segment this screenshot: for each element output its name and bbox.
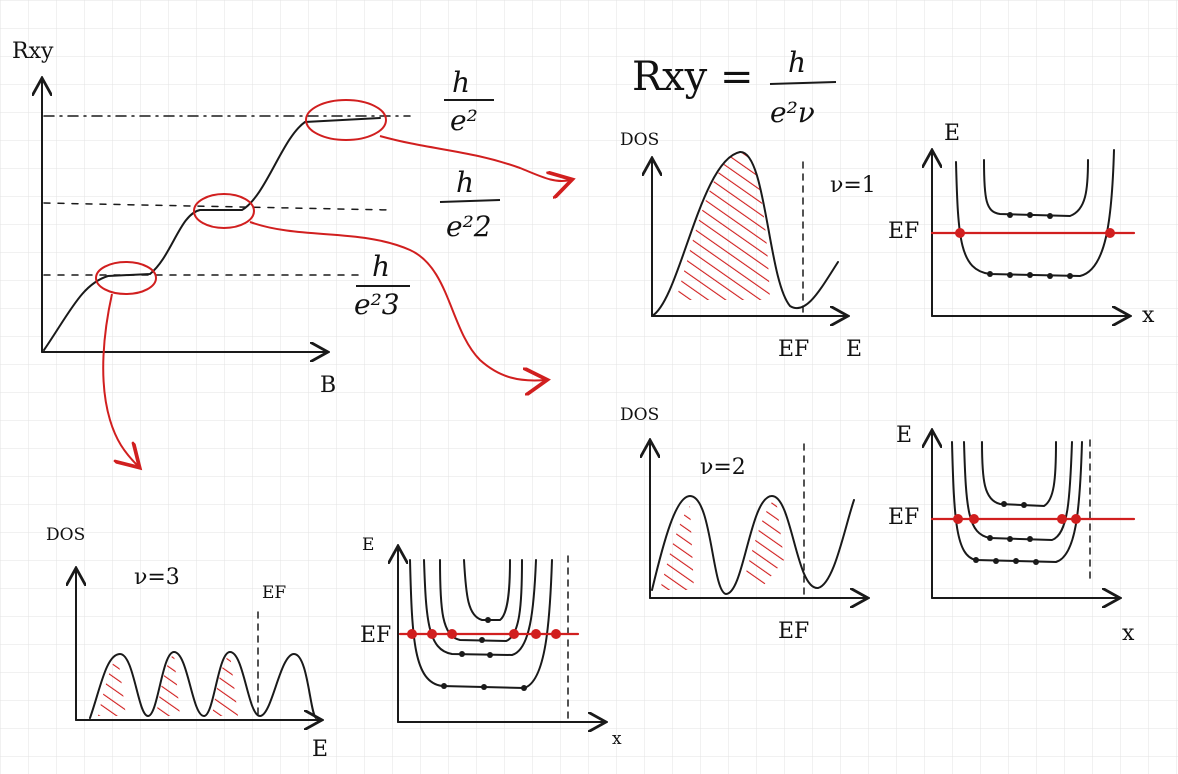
ellipse-nu2: [193, 193, 255, 229]
dos3-curve: [89, 650, 317, 719]
dos3-ef-label: EF: [262, 583, 286, 603]
ellipse-nu1: [305, 99, 387, 141]
dos1-e-label: E: [846, 337, 862, 362]
dos1-hatch: [676, 151, 770, 300]
nu1-label: ν=1: [830, 173, 876, 198]
band2-x-label: x: [1122, 621, 1135, 646]
band3-ef-dot-1: [407, 629, 417, 639]
dos-panel-nu1: [651, 150, 846, 317]
dos3-e-label: E: [312, 737, 328, 762]
band2-ef-label: EF: [888, 505, 919, 530]
band2-ef-dot-4: [1071, 514, 1081, 524]
dos1-ef-label: EF: [778, 337, 809, 362]
plateau-fraction-1: h e²: [444, 66, 494, 137]
band3-level-2: [423, 559, 537, 657]
band2-ef-dot-2: [969, 514, 979, 524]
frac3-num: h: [372, 250, 390, 283]
band3-ef-dot-5: [531, 629, 541, 639]
rxy-formula: Rxy = h e²ν: [632, 46, 837, 129]
formula-den: e²ν: [770, 96, 815, 129]
frac1-den: e²: [450, 104, 478, 137]
plateau-line-2: [43, 202, 391, 211]
band3-x-label: x: [612, 729, 622, 749]
band3-ef-dot-6: [551, 629, 561, 639]
frac3-den: e²3: [354, 288, 400, 321]
frac1-num: h: [452, 66, 470, 99]
nu2-label: ν=2: [700, 455, 746, 480]
dos1-curve: [651, 150, 839, 317]
band1-upper: [983, 159, 1089, 218]
band1-ef-dot-right: [1105, 228, 1115, 238]
formula-num: h: [788, 46, 806, 79]
band-panel-nu3: [398, 548, 604, 722]
band2-ef-dot-3: [1057, 514, 1067, 524]
band3-ef-label: EF: [360, 623, 391, 648]
frac2-den: e²2: [446, 210, 492, 243]
band1-lower: [955, 149, 1115, 278]
band3-ef-dot-3: [447, 629, 457, 639]
dos3-label: DOS: [46, 525, 85, 545]
band3-e-label: E: [362, 535, 374, 555]
band3-ef-dot-2: [427, 629, 437, 639]
dos2-ef-label: EF: [778, 619, 809, 644]
band-panel-nu2: [932, 432, 1136, 598]
dos2-curve: [651, 494, 855, 596]
rxy-axis-label: Rxy: [12, 39, 54, 64]
dos3-hatch-2: [156, 654, 180, 716]
ellipse-nu3: [95, 261, 157, 295]
band2-e-label: E: [896, 423, 912, 448]
plateau-fraction-3: h e²3: [354, 250, 410, 321]
band1-e-label: E: [944, 121, 960, 146]
nu3-label: ν=3: [134, 565, 180, 590]
band3-ef-dot-4: [509, 629, 519, 639]
band1-ef-label: EF: [888, 219, 919, 244]
dos2-hatch-2: [744, 498, 784, 590]
band-panel-nu1: [932, 149, 1136, 316]
dos2-label: DOS: [620, 405, 659, 425]
band2-ef-dot-1: [953, 514, 963, 524]
dos3-hatch-1: [98, 656, 126, 716]
formula-lhs: Rxy =: [632, 54, 754, 100]
red-annotations: [95, 99, 570, 466]
band2-mid: [963, 441, 1073, 542]
plateau-fraction-2: h e²2: [439, 166, 501, 243]
dos2-hatch-1: [660, 506, 694, 590]
main-plot: [42, 80, 411, 352]
dos3-hatch-3: [212, 654, 238, 716]
rxy-curve: [43, 117, 381, 351]
frac2-num: h: [456, 166, 474, 199]
dos-panel-nu3: [76, 570, 320, 720]
arrow-to-nu1: [379, 135, 570, 181]
arrow-to-nu2: [249, 221, 545, 380]
dos1-label: DOS: [620, 130, 659, 150]
arrow-to-nu3: [102, 293, 138, 466]
dos-panel-nu2: [650, 440, 866, 598]
band1-x-label: x: [1142, 303, 1155, 328]
b-axis-label: B: [320, 373, 336, 398]
band1-ef-dot-left: [955, 228, 965, 238]
